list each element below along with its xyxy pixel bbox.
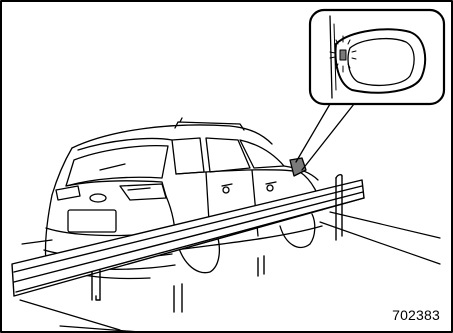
callout-line-lower <box>302 104 354 170</box>
figure-code: 702383 <box>392 307 440 323</box>
callout-line-upper <box>296 104 330 162</box>
indicator-light-icon <box>340 50 346 60</box>
mirror-callout <box>310 10 444 104</box>
